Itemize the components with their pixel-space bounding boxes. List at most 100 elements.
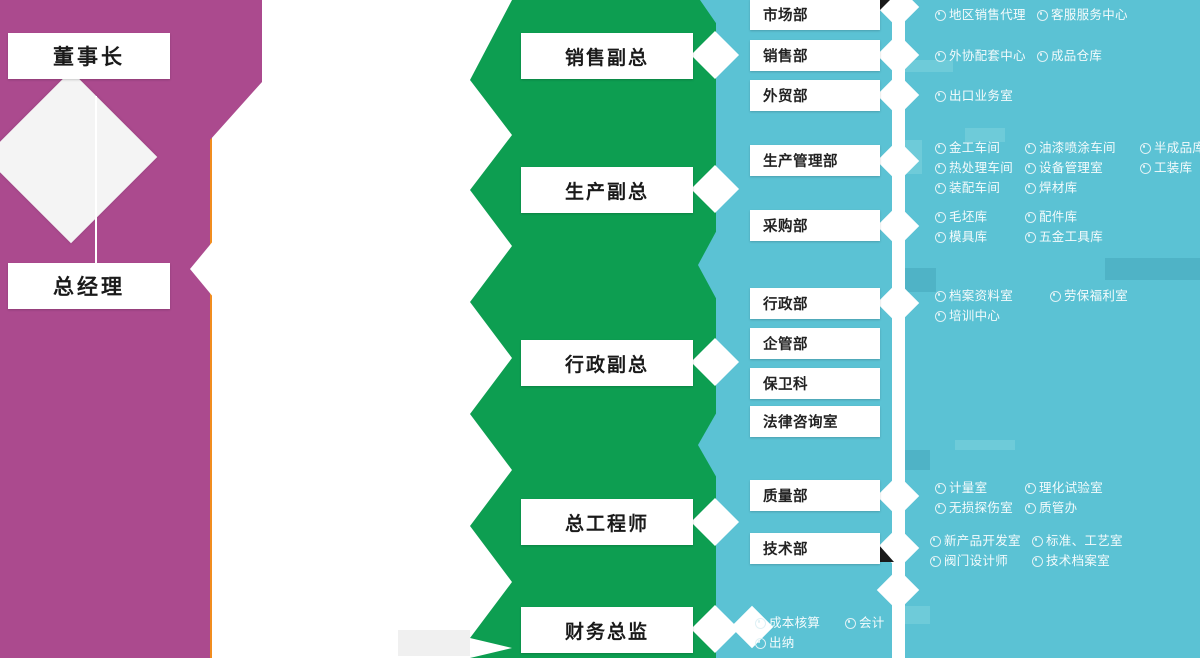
node-sales-dept[interactable]: 销售部 (750, 40, 880, 71)
bg-accent-4 (900, 268, 936, 292)
leaf-label: 焊材库 (1039, 181, 1078, 195)
leafgroup-admin: 档案资料室 劳保福利室 培训中心 (935, 286, 1138, 326)
node-admin-dept-label: 行政部 (763, 297, 808, 313)
node-production-vp[interactable]: 生产副总 (521, 167, 693, 213)
node-quality-dept[interactable]: 质量部 (750, 480, 880, 511)
leaf-label: 成本核算 (769, 616, 821, 630)
double-circle-icon (1037, 9, 1048, 21)
leaf-label: 无损探伤室 (949, 501, 1014, 515)
node-chairman-label: 董事长 (53, 46, 125, 69)
leaf-label: 会计 (859, 616, 885, 630)
double-circle-icon (1025, 142, 1036, 154)
leafgroup-sales: 外协配套中心 成品仓库 (935, 46, 1112, 66)
leafrow: 无损探伤室 质管办 (935, 498, 1113, 518)
node-security-section[interactable]: 保卫科 (750, 368, 880, 399)
leafrow: 阀门设计师 技术档案室 (930, 551, 1133, 571)
node-market-dept-label: 市场部 (763, 8, 808, 24)
leaf-item[interactable]: 半成品库 (1140, 138, 1200, 158)
node-technology-dept-label: 技术部 (763, 542, 808, 558)
double-circle-icon (1025, 502, 1036, 514)
leaf-label: 半成品库 (1154, 141, 1200, 155)
node-general-manager-label: 总经理 (53, 276, 125, 299)
leaf-item[interactable]: 毛坯库 (935, 207, 1015, 227)
leaf-item[interactable]: 阀门设计师 (930, 551, 1022, 571)
double-circle-icon (755, 617, 766, 629)
bg-accent-2 (965, 128, 1005, 142)
node-chairman[interactable]: 董事长 (8, 33, 170, 79)
leafrow: 模具库 五金工具库 (935, 227, 1113, 247)
node-technology-dept[interactable]: 技术部 (750, 533, 880, 564)
node-quality-dept-label: 质量部 (763, 489, 808, 505)
node-purchasing-dept[interactable]: 采购部 (750, 210, 880, 241)
leaf-item[interactable]: 配件库 (1025, 207, 1077, 227)
double-circle-icon (935, 90, 946, 102)
leaf-item[interactable]: 模具库 (935, 227, 1015, 247)
leaf-item[interactable]: 五金工具库 (1025, 227, 1103, 247)
leaf-item[interactable]: 新产品开发室 (930, 531, 1022, 551)
leafrow: 计量室 理化试验室 (935, 478, 1113, 498)
bg-accent-1 (1105, 258, 1200, 280)
leafgroup-finance: 成本核算 会计 出纳 (755, 613, 895, 653)
double-circle-icon (935, 9, 946, 21)
leaf-item[interactable]: 计量室 (935, 478, 1015, 498)
leafrow: 出纳 (755, 633, 895, 653)
leaf-item[interactable]: 地区销售代理 (935, 5, 1027, 25)
leaf-item[interactable]: 工装库 (1140, 158, 1192, 178)
node-legal-office[interactable]: 法律咨询室 (750, 406, 880, 437)
leafrow: 地区销售代理 客服服务中心 (935, 5, 1138, 25)
leaf-item[interactable]: 焊材库 (1025, 178, 1077, 198)
node-enterprise-mgmt-dept[interactable]: 企管部 (750, 328, 880, 359)
leaf-item[interactable]: 客服服务中心 (1037, 5, 1128, 25)
double-circle-icon (755, 637, 766, 649)
node-sales-vp[interactable]: 销售副总 (521, 33, 693, 79)
double-circle-icon (845, 617, 856, 629)
node-sales-dept-label: 销售部 (763, 49, 808, 65)
leaf-label: 热处理车间 (949, 161, 1014, 175)
leaf-item[interactable]: 设备管理室 (1025, 158, 1130, 178)
node-production-mgmt-dept[interactable]: 生产管理部 (750, 145, 880, 176)
leaf-item[interactable]: 装配车间 (935, 178, 1015, 198)
leaf-label: 劳保福利室 (1064, 289, 1129, 303)
leaf-item[interactable]: 成本核算 (755, 613, 835, 633)
node-general-manager[interactable]: 总经理 (8, 263, 170, 309)
leafgroup-technology: 新产品开发室 标准、工艺室 阀门设计师 技术档案室 (930, 531, 1133, 571)
leaf-item[interactable]: 外协配套中心 (935, 46, 1027, 66)
leaf-item[interactable]: 会计 (845, 613, 885, 633)
leaf-item[interactable]: 出纳 (755, 633, 795, 653)
leaf-item[interactable]: 理化试验室 (1025, 478, 1103, 498)
leaf-item[interactable]: 培训中心 (935, 306, 1000, 326)
leaf-label: 设备管理室 (1039, 161, 1104, 175)
leaf-item[interactable]: 技术档案室 (1032, 551, 1110, 571)
double-circle-icon (935, 290, 946, 302)
node-admin-vp-label: 行政副总 (564, 354, 649, 376)
leaf-label: 配件库 (1039, 210, 1078, 224)
leafrow: 热处理车间 设备管理室 工装库 (935, 158, 1200, 178)
node-sales-vp-label: 销售副总 (564, 47, 649, 69)
node-foreign-trade-dept[interactable]: 外贸部 (750, 80, 880, 111)
leaf-label: 金工车间 (949, 141, 1001, 155)
double-circle-icon (1050, 290, 1061, 302)
leaf-item[interactable]: 金工车间 (935, 138, 1015, 158)
leaf-label: 新产品开发室 (944, 534, 1021, 548)
leaf-item[interactable]: 劳保福利室 (1050, 286, 1128, 306)
node-admin-vp[interactable]: 行政副总 (521, 340, 693, 386)
leaf-item[interactable]: 出口业务室 (935, 86, 1013, 106)
leaf-item[interactable]: 档案资料室 (935, 286, 1040, 306)
leaf-item[interactable]: 成品仓库 (1037, 46, 1102, 66)
node-market-dept[interactable]: 市场部 (750, 0, 880, 30)
leaf-item[interactable]: 标准、工艺室 (1032, 531, 1123, 551)
leafrow: 新产品开发室 标准、工艺室 (930, 531, 1133, 551)
node-chief-engineer[interactable]: 总工程师 (521, 499, 693, 545)
double-circle-icon (935, 482, 946, 494)
leaf-label: 质管办 (1039, 501, 1078, 515)
leaf-item[interactable]: 油漆喷涂车间 (1025, 138, 1130, 158)
node-finance-director[interactable]: 财务总监 (521, 607, 693, 653)
double-circle-icon (935, 211, 946, 223)
node-admin-dept[interactable]: 行政部 (750, 288, 880, 319)
leaf-item[interactable]: 无损探伤室 (935, 498, 1015, 518)
leaf-item[interactable]: 质管办 (1025, 498, 1077, 518)
leaf-label: 客服服务中心 (1051, 8, 1128, 22)
double-circle-icon (935, 231, 946, 243)
leaf-item[interactable]: 热处理车间 (935, 158, 1015, 178)
bg-accent-8 (900, 606, 930, 624)
